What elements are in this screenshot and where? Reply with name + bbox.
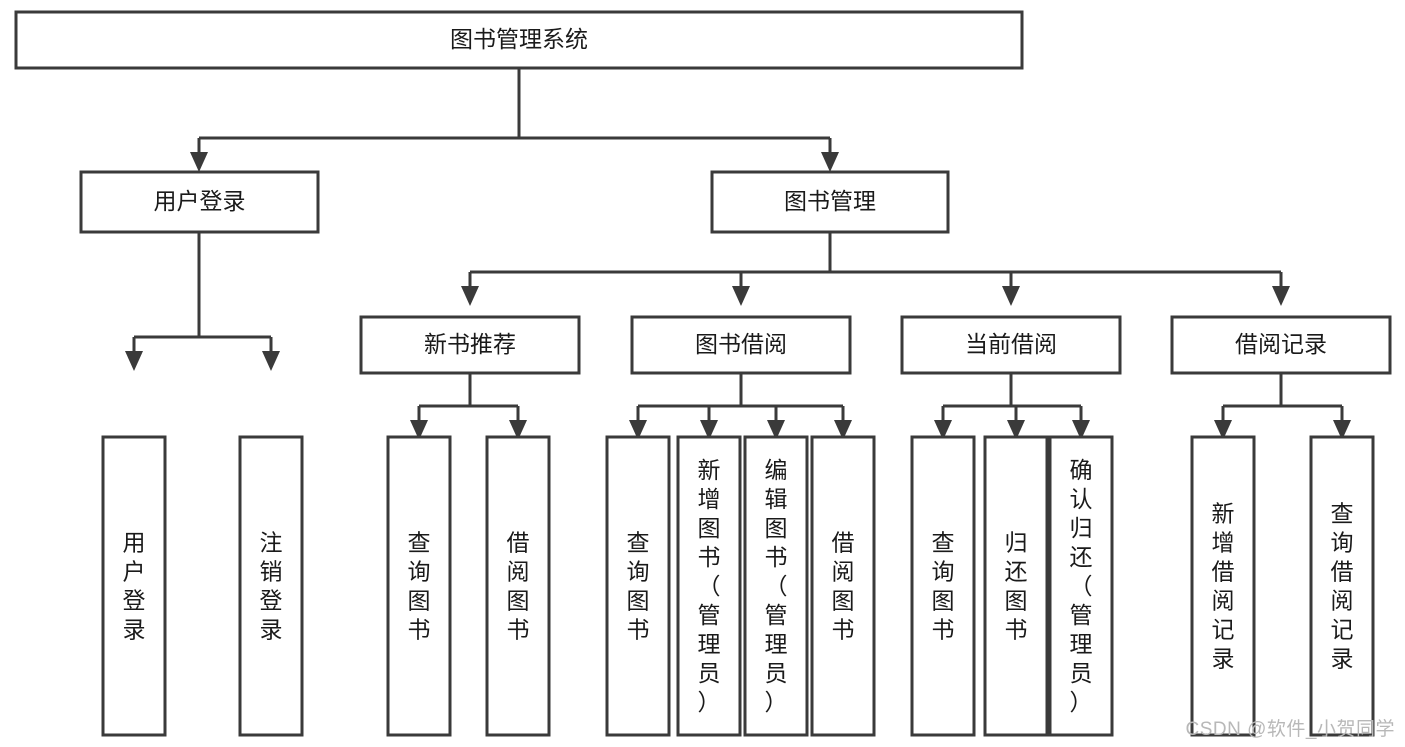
node-label: 新增图书（管理员）	[698, 457, 721, 715]
node-box[interactable]	[79, 170, 320, 234]
node-label: 图书管理系统	[450, 26, 588, 52]
node-label: 查询图书	[627, 530, 650, 643]
edge-arrow-icon	[732, 286, 750, 306]
node-box[interactable]	[238, 435, 304, 737]
edge-arrow-icon	[190, 152, 208, 172]
node-leaf-edit-book-admin[interactable]: 编辑图书（管理员）	[743, 435, 809, 737]
node-box[interactable]	[14, 10, 1024, 70]
node-borrow-record[interactable]: 借阅记录	[1170, 315, 1392, 375]
node-label: 图书管理	[784, 188, 876, 214]
edge-arrow-icon	[834, 420, 852, 440]
edge-arrow-icon	[1272, 286, 1290, 306]
node-new-book-recommend[interactable]: 新书推荐	[359, 315, 581, 375]
node-box[interactable]	[386, 435, 452, 737]
node-leaf-query-book-borrow[interactable]: 查询图书	[605, 435, 671, 737]
edge-group-new-book-recommend	[410, 373, 527, 440]
node-leaf-query-book-new[interactable]: 查询图书	[386, 435, 452, 737]
node-label: 借阅图书	[832, 530, 855, 643]
nodes-layer: 图书管理系统用户登录图书管理新书推荐图书借阅当前借阅借阅记录用户登录注销登录查询…	[14, 10, 1392, 737]
edge-group-current-borrow	[934, 373, 1090, 440]
node-leaf-query-book-current[interactable]: 查询图书	[910, 435, 976, 737]
node-box[interactable]	[359, 315, 581, 375]
node-label: 当前借阅	[965, 331, 1057, 357]
edge-group-root	[190, 68, 839, 172]
node-book-management[interactable]: 图书管理	[710, 170, 950, 234]
node-label: 确认归还（管理员）	[1070, 457, 1093, 715]
node-label: 用户登录	[123, 530, 146, 643]
edge-arrow-icon	[410, 420, 428, 440]
edge-arrow-icon	[509, 420, 527, 440]
edge-arrow-icon	[125, 351, 143, 371]
node-box[interactable]	[810, 435, 876, 737]
node-box[interactable]	[1309, 435, 1375, 737]
edge-arrow-icon	[629, 420, 647, 440]
edges-layer	[125, 68, 1351, 440]
node-label: 归还图书	[1005, 530, 1028, 643]
node-label: 用户登录	[154, 188, 246, 214]
node-book-borrow[interactable]: 图书借阅	[630, 315, 852, 375]
node-label: 新增借阅记录	[1212, 501, 1235, 672]
watermark-label: CSDN @软件_小贺同学	[1185, 719, 1395, 740]
edge-arrow-icon	[1002, 286, 1020, 306]
edge-arrow-icon	[1333, 420, 1351, 440]
node-box[interactable]	[1190, 435, 1256, 737]
node-leaf-add-book-admin[interactable]: 新增图书（管理员）	[676, 435, 742, 737]
node-label: 查询借阅记录	[1331, 501, 1354, 672]
node-box[interactable]	[485, 435, 551, 737]
node-label: 查询图书	[932, 530, 955, 643]
node-label: 新书推荐	[424, 331, 516, 357]
node-leaf-query-borrow-record[interactable]: 查询借阅记录	[1309, 435, 1375, 737]
edge-group-borrow-record	[1214, 373, 1351, 440]
node-leaf-return-book[interactable]: 归还图书	[983, 435, 1049, 737]
node-label: 图书借阅	[695, 331, 787, 357]
edge-arrow-icon	[821, 152, 839, 172]
node-leaf-add-borrow-record[interactable]: 新增借阅记录	[1190, 435, 1256, 737]
node-leaf-borrow-book[interactable]: 借阅图书	[810, 435, 876, 737]
edge-arrow-icon	[262, 351, 280, 371]
node-leaf-logout-login[interactable]: 注销登录	[238, 435, 304, 737]
node-box[interactable]	[676, 435, 742, 737]
node-box[interactable]	[710, 170, 950, 234]
edge-arrow-icon	[700, 420, 718, 440]
edge-arrow-icon	[934, 420, 952, 440]
node-box[interactable]	[983, 435, 1049, 737]
edge-arrow-icon	[1214, 420, 1232, 440]
node-label: 注销登录	[260, 530, 283, 643]
edge-arrow-icon	[461, 286, 479, 306]
node-box[interactable]	[605, 435, 671, 737]
node-user-login[interactable]: 用户登录	[79, 170, 320, 234]
edge-arrow-icon	[1072, 420, 1090, 440]
edge-group-user-login	[125, 232, 280, 371]
node-leaf-user-login[interactable]: 用户登录	[101, 435, 167, 737]
node-label: 编辑图书（管理员）	[765, 457, 788, 715]
node-box[interactable]	[743, 435, 809, 737]
edge-group-book-borrow	[629, 373, 852, 440]
node-box[interactable]	[900, 315, 1122, 375]
edge-group-book-management	[461, 232, 1290, 306]
node-box[interactable]	[1048, 435, 1114, 737]
node-box[interactable]	[101, 435, 167, 737]
edge-arrow-icon	[1007, 420, 1025, 440]
node-root[interactable]: 图书管理系统	[14, 10, 1024, 70]
node-box[interactable]	[1170, 315, 1392, 375]
node-leaf-borrow-book-new[interactable]: 借阅图书	[485, 435, 551, 737]
node-label: 借阅记录	[1235, 331, 1327, 357]
node-label: 查询图书	[408, 530, 431, 643]
node-current-borrow[interactable]: 当前借阅	[900, 315, 1122, 375]
node-label: 借阅图书	[507, 530, 530, 643]
node-box[interactable]	[630, 315, 852, 375]
node-box[interactable]	[910, 435, 976, 737]
edge-arrow-icon	[767, 420, 785, 440]
node-leaf-confirm-return-admin[interactable]: 确认归还（管理员）	[1048, 435, 1114, 737]
